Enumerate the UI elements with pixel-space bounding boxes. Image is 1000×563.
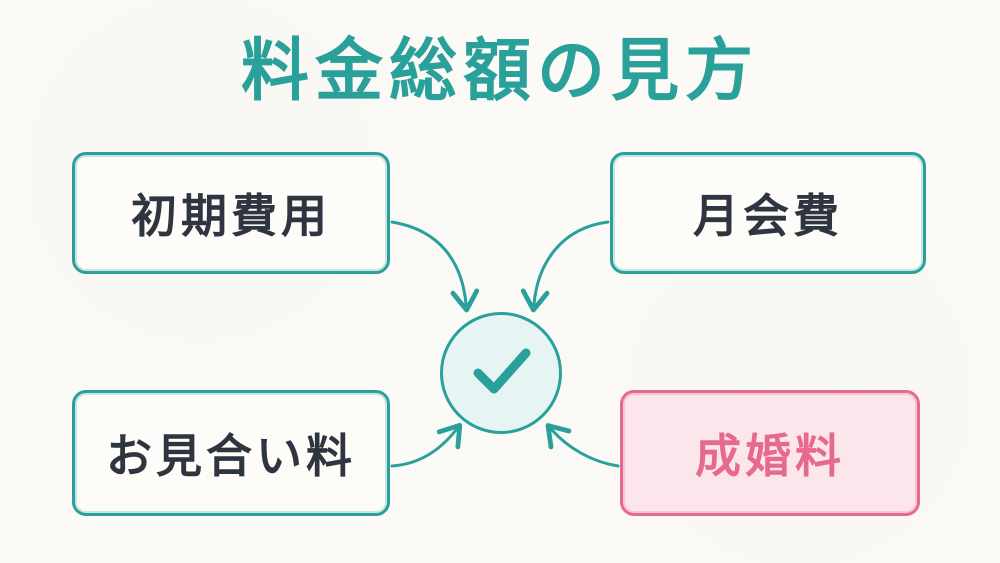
box-monthly-fee: 月会費 [610, 152, 926, 274]
box-initial-cost: 初期費用 [72, 152, 390, 274]
arrow-initial-cost [390, 220, 480, 313]
box-initial-cost-label: 初期費用 [131, 189, 331, 243]
box-meeting-fee: お見合い料 [72, 390, 390, 516]
page-title: 料金総額の見方 [240, 32, 759, 111]
box-marriage-fee: 成婚料 [620, 390, 920, 516]
arrow-monthly-fee [520, 220, 610, 313]
arrow-meeting-fee [390, 422, 463, 468]
center-check-circle [440, 312, 562, 434]
box-monthly-fee-label: 月会費 [693, 189, 843, 243]
arrow-marriage-fee [545, 423, 620, 468]
box-marriage-fee-label: 成婚料 [695, 429, 845, 483]
box-meeting-fee-label: お見合い料 [106, 429, 356, 483]
checkmark-icon [473, 348, 531, 394]
